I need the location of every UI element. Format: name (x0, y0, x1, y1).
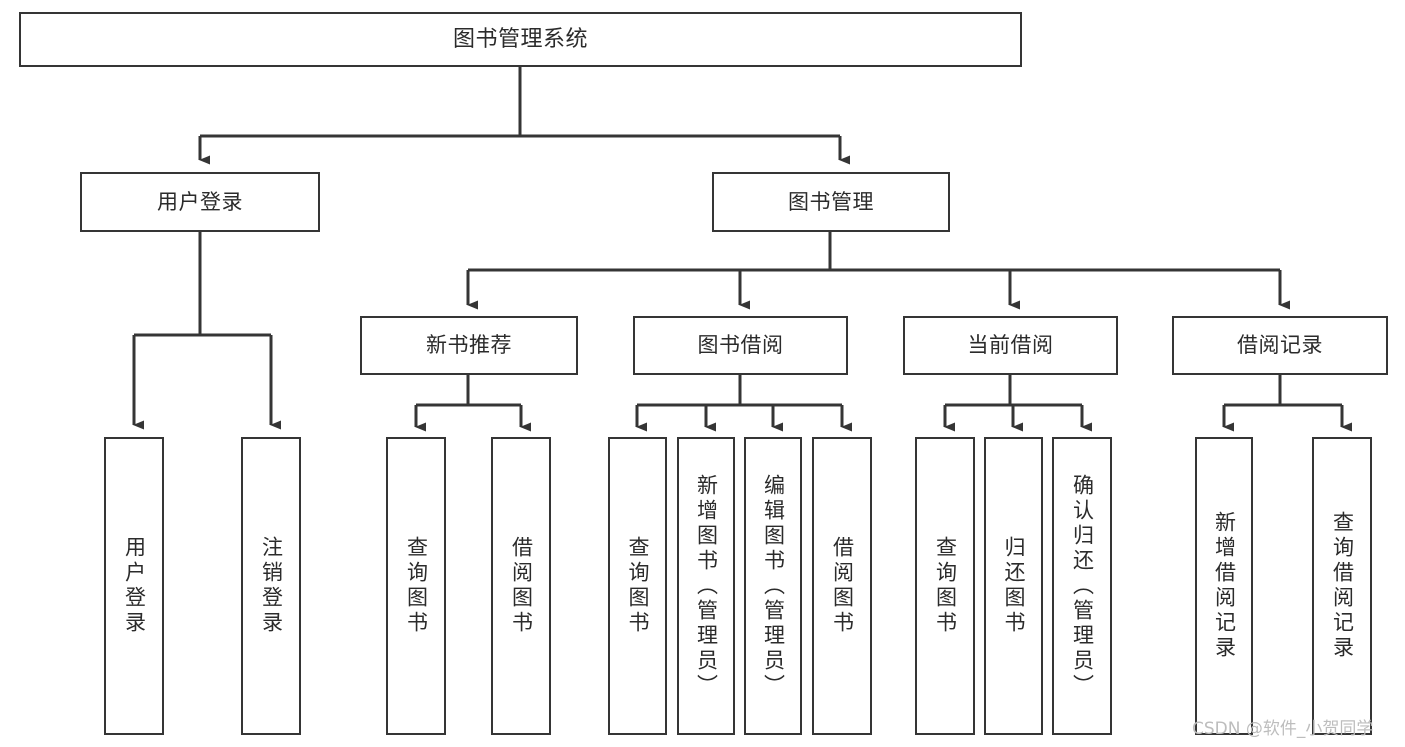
node-label: 图书管理系统 (452, 26, 588, 52)
node-label: 编辑图书（管理员） (761, 473, 786, 699)
node-borrow-record[interactable]: 借阅记录 (1172, 316, 1388, 375)
node-label: 用户登录 (122, 536, 147, 636)
leaf-book-borrow-borrow-book[interactable]: 借阅图书 (812, 437, 872, 735)
node-label: 查询借阅记录 (1330, 511, 1355, 661)
leaf-new-book-query-book[interactable]: 查询图书 (386, 437, 446, 735)
node-label: 查询图书 (626, 536, 650, 636)
node-new-book-recommend[interactable]: 新书推荐 (360, 316, 578, 375)
node-user-login[interactable]: 用户登录 (80, 172, 320, 232)
leaf-current-borrow-query-book[interactable]: 查询图书 (915, 437, 975, 735)
leaf-current-borrow-return-book[interactable]: 归还图书 (984, 437, 1043, 735)
node-book-management[interactable]: 图书管理 (712, 172, 950, 232)
node-label: 借阅图书 (830, 536, 855, 636)
leaf-book-borrow-edit-book-admin[interactable]: 编辑图书（管理员） (744, 437, 802, 735)
node-label: 归还图书 (1002, 536, 1026, 636)
leaf-user-login-logout[interactable]: 注销登录 (241, 437, 301, 735)
leaf-new-book-borrow-book[interactable]: 借阅图书 (491, 437, 551, 735)
node-book-borrow[interactable]: 图书借阅 (633, 316, 848, 375)
node-label: 确认归还（管理员） (1070, 473, 1095, 699)
node-label: 当前借阅 (967, 333, 1054, 358)
node-label: 查询图书 (404, 536, 429, 636)
leaf-book-borrow-query-book[interactable]: 查询图书 (608, 437, 667, 735)
node-label: 图书借阅 (697, 333, 784, 358)
node-label: 借阅图书 (509, 536, 534, 636)
node-current-borrow[interactable]: 当前借阅 (903, 316, 1118, 375)
node-label: 新增图书（管理员） (694, 473, 719, 699)
node-root-system[interactable]: 图书管理系统 (19, 12, 1022, 67)
node-label: 用户登录 (157, 189, 243, 214)
node-label: 新书推荐 (426, 333, 512, 358)
node-label: 借阅记录 (1237, 333, 1323, 358)
node-label: 新增借阅记录 (1212, 511, 1237, 661)
watermark: CSDN @软件_小贺同学 (1192, 719, 1374, 739)
node-label: 注销登录 (259, 536, 284, 636)
leaf-user-login-do-login[interactable]: 用户登录 (104, 437, 164, 735)
node-label: 图书管理 (788, 189, 874, 214)
leaf-borrow-record-query-record[interactable]: 查询借阅记录 (1312, 437, 1372, 735)
leaf-borrow-record-add-record[interactable]: 新增借阅记录 (1195, 437, 1253, 735)
leaf-current-borrow-confirm-return-admin[interactable]: 确认归还（管理员） (1052, 437, 1112, 735)
leaf-book-borrow-add-book-admin[interactable]: 新增图书（管理员） (677, 437, 735, 735)
node-label: 查询图书 (933, 536, 958, 636)
